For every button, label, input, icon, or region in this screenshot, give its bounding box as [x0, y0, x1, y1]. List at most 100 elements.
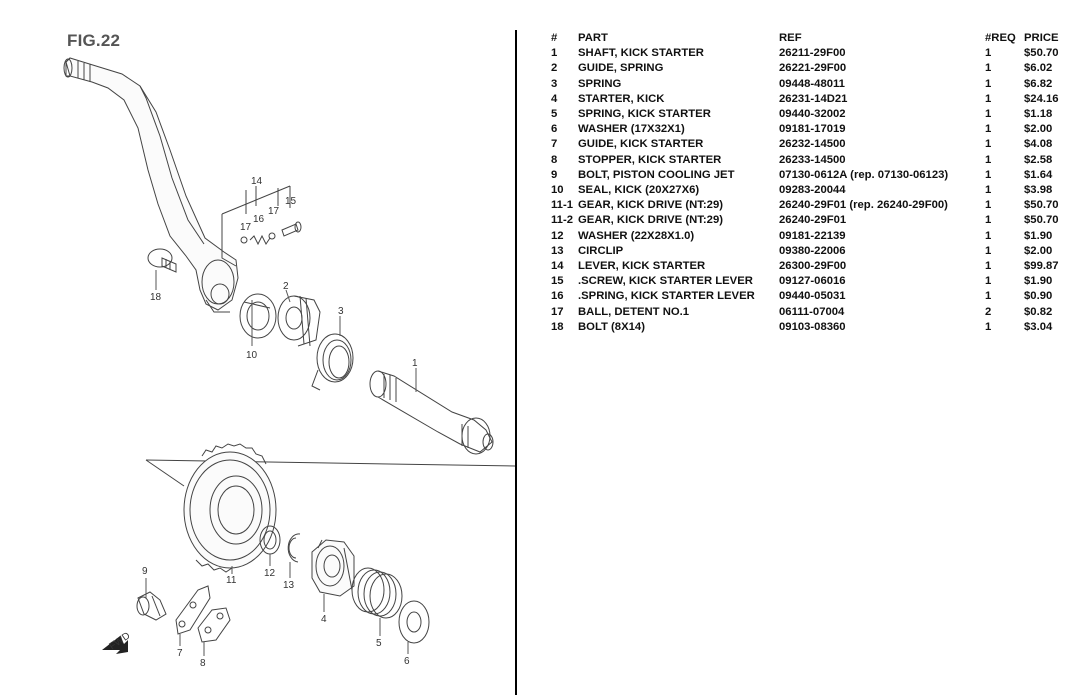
- cell-num: 11-2: [551, 214, 573, 227]
- table-row: 7 GUIDE, KICK STARTER 26232-14500 1 $4.08: [551, 137, 1069, 152]
- cell-req: 1: [985, 229, 992, 242]
- cell-num: 2: [551, 62, 558, 75]
- cell-ref: 26232-14500: [779, 138, 846, 151]
- cell-ref: 09448-48011: [779, 77, 845, 90]
- cell-num: 7: [551, 138, 558, 151]
- cell-ref: 07130-0612A (rep. 07130-06123): [779, 168, 949, 181]
- figure-title: FIG.22: [67, 31, 121, 50]
- callout-13: 13: [283, 580, 295, 591]
- cell-price: $50.70: [1024, 47, 1059, 60]
- cell-part: GEAR, KICK DRIVE (NT:29): [578, 214, 723, 227]
- callout-3: 3: [338, 306, 344, 317]
- cell-num: 18: [551, 320, 564, 333]
- callout-6: 6: [404, 656, 410, 667]
- detent-parts-drawing: [221, 185, 302, 267]
- cell-price: $2.00: [1024, 123, 1053, 136]
- cell-req: 1: [985, 92, 992, 105]
- cell-num: 4: [551, 92, 558, 105]
- cell-ref: 09380-22006: [779, 244, 846, 257]
- cell-price: $3.98: [1024, 184, 1053, 197]
- cell-ref: 26231-14D21: [779, 92, 848, 105]
- cell-part: BOLT, PISTON COOLING JET: [578, 168, 735, 181]
- cell-part: SHAFT, KICK STARTER: [578, 47, 704, 60]
- cell-price: $0.90: [1024, 290, 1053, 303]
- cell-price: $2.58: [1024, 153, 1053, 166]
- cell-part: GEAR, KICK DRIVE (NT:29): [578, 199, 723, 212]
- circlip-13-drawing: [287, 533, 301, 563]
- cell-price: $1.90: [1024, 229, 1053, 242]
- table-row: 11-1 GEAR, KICK DRIVE (NT:29) 26240-29F01 …: [551, 198, 1069, 213]
- kick-starter-lever-drawing: [63, 57, 239, 313]
- cell-req: 1: [985, 77, 992, 90]
- seal-10-drawing: [239, 293, 277, 339]
- cell-part: GUIDE, KICK STARTER: [578, 138, 704, 151]
- cell-ref: 26211-29F00: [779, 47, 846, 60]
- callout-4: 4: [321, 614, 327, 625]
- cell-part: SEAL, KICK (20X27X6): [578, 184, 700, 197]
- kick-drive-gear-11-drawing: [183, 443, 277, 573]
- cell-ref: 26240-29F01 (rep. 26240-29F00): [779, 199, 948, 212]
- cell-ref: 09440-05031: [779, 290, 846, 303]
- cell-req: 1: [985, 244, 992, 257]
- shaft-1-drawing: [369, 370, 494, 455]
- cell-num: 6: [551, 123, 558, 136]
- cell-part: LEVER, KICK STARTER: [578, 260, 706, 273]
- callout-5: 5: [376, 638, 382, 649]
- callout-17a: 17: [240, 222, 252, 233]
- cell-part: .SPRING, KICK STARTER LEVER: [578, 290, 755, 303]
- cell-price: $24.16: [1024, 92, 1059, 105]
- cell-num: 11-1: [551, 199, 573, 212]
- cell-price: $1.90: [1024, 275, 1053, 288]
- cell-num: 1: [551, 47, 558, 60]
- cell-req: 1: [985, 138, 992, 151]
- cell-num: 10: [551, 184, 564, 197]
- cell-req: 1: [985, 168, 992, 181]
- cell-num: 12: [551, 229, 564, 242]
- assembly-axis-line-left: [145, 459, 185, 487]
- bolt-9-drawing: [136, 591, 167, 621]
- cell-price: $4.08: [1024, 138, 1053, 151]
- cell-part: BOLT (8X14): [578, 320, 645, 333]
- cell-req: 1: [985, 123, 992, 136]
- cell-req: 1: [985, 260, 992, 273]
- callout-14: 14: [251, 176, 263, 187]
- cell-num: 8: [551, 153, 558, 166]
- cell-num: 14: [551, 260, 564, 273]
- cell-ref: 26233-14500: [779, 153, 846, 166]
- callout-11: 11: [226, 575, 237, 586]
- cell-req: 1: [985, 320, 992, 333]
- callout-1: 1: [412, 358, 418, 369]
- cell-price: $50.70: [1024, 214, 1059, 227]
- callout-numbers: 14 17 16 17 15 18 2 3 10 1 9 11 12 13 4 …: [142, 176, 418, 669]
- cell-price: $1.18: [1024, 108, 1053, 121]
- cell-num: 5: [551, 108, 558, 121]
- cell-req: 1: [985, 153, 992, 166]
- callout-7: 7: [177, 648, 183, 659]
- cell-part: SPRING, KICK STARTER: [578, 108, 711, 121]
- header-num: #: [551, 32, 558, 44]
- header-req: #REQ: [985, 32, 1016, 44]
- cell-part: CIRCLIP: [578, 244, 624, 257]
- guide-7-drawing: [175, 585, 211, 635]
- cell-ref: 09127-06016: [779, 275, 846, 288]
- cell-part: SPRING: [578, 77, 622, 90]
- spring-3-drawing: [311, 333, 354, 391]
- callout-18: 18: [150, 292, 162, 303]
- callout-2: 2: [283, 281, 289, 292]
- stopper-8-drawing: [197, 607, 231, 643]
- cell-price: $6.82: [1024, 77, 1053, 90]
- forward-direction-badge: FWD: [102, 630, 132, 654]
- cell-part: GUIDE, SPRING: [578, 62, 664, 75]
- header-ref: REF: [779, 32, 802, 44]
